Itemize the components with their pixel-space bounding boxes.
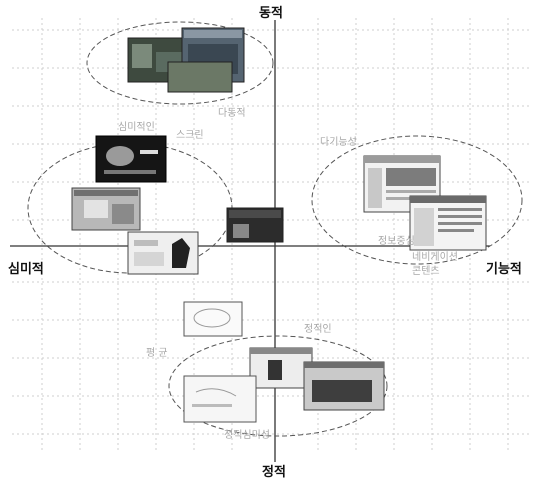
caption-functional-sub3: 콘텐츠 [412,262,440,277]
caption-static: 정적인 [304,320,332,335]
caption-lower-left: 평 균 [146,344,168,359]
caption-top-group: 다동적 [218,104,246,119]
caption-functional-sub2: 네비게이션 [412,248,458,263]
aesthetic-thumbnail-2 [72,188,140,230]
axis-label-functional: 기능적 [486,258,522,277]
caption-aesthetic: 심미적인 [118,118,155,133]
axis-label-dynamic: 동적 [259,2,283,21]
functional-thumbnail-2 [410,196,486,250]
static-thumbnail-1 [250,348,312,388]
aesthetic-thumbnail-1 [96,136,166,182]
static-thumbnail-2 [304,362,384,410]
axis-label-aesthetic: 심미적 [8,258,44,277]
caption-functional-sub1: 정보중심 [378,232,415,247]
center-thumbnail [227,208,283,242]
caption-bottom: 정적심미성 [224,426,270,441]
caption-center: 스크린 [176,126,204,141]
dynamic-thumbnail-3 [168,62,232,92]
axis-label-static: 정적 [262,461,286,480]
caption-functional: 다기능성 [320,133,357,148]
lower-left-thumbnail [184,302,242,336]
static-thumbnail-3 [184,376,256,422]
aesthetic-thumbnail-3 [128,232,198,274]
